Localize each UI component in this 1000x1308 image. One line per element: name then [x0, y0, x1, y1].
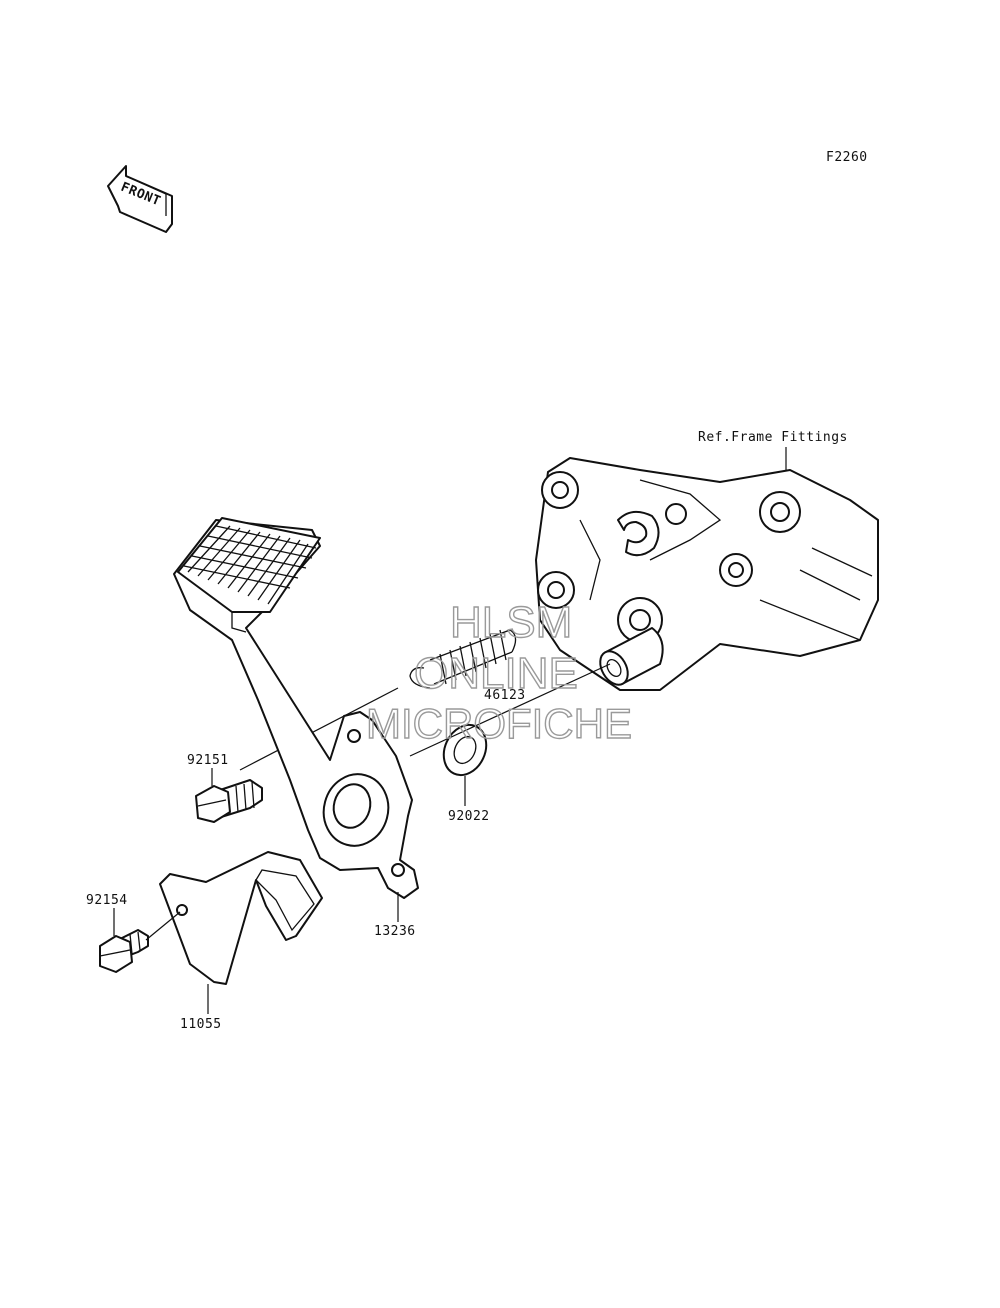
watermark: HLSM ONLINE MICROFICHE — [365, 597, 632, 747]
front-arrow-icon: FRONT — [107, 165, 173, 233]
watermark-line-2: ONLINE — [414, 649, 578, 698]
return-spring — [409, 629, 517, 689]
callout-11055: 11055 — [180, 1017, 222, 1032]
callout-13236: 13236 — [374, 924, 416, 939]
figure-code: F2260 — [826, 150, 868, 165]
watermark-line-3: MICROFICHE — [366, 700, 632, 747]
callout-46123: 46123 — [484, 688, 526, 703]
bolt-92151 — [195, 779, 263, 823]
callout-92154: 92154 — [86, 893, 128, 908]
reference-note: Ref.Frame Fittings — [698, 430, 848, 445]
brake-pedal — [173, 517, 419, 899]
bolt-92154 — [99, 929, 149, 973]
callout-92022: 92022 — [448, 809, 490, 824]
frame-fitting — [535, 457, 879, 691]
watermark-line-1: HLSM — [450, 598, 572, 647]
heel-guard — [159, 851, 323, 985]
callout-92151: 92151 — [187, 753, 229, 768]
washer — [442, 723, 488, 777]
